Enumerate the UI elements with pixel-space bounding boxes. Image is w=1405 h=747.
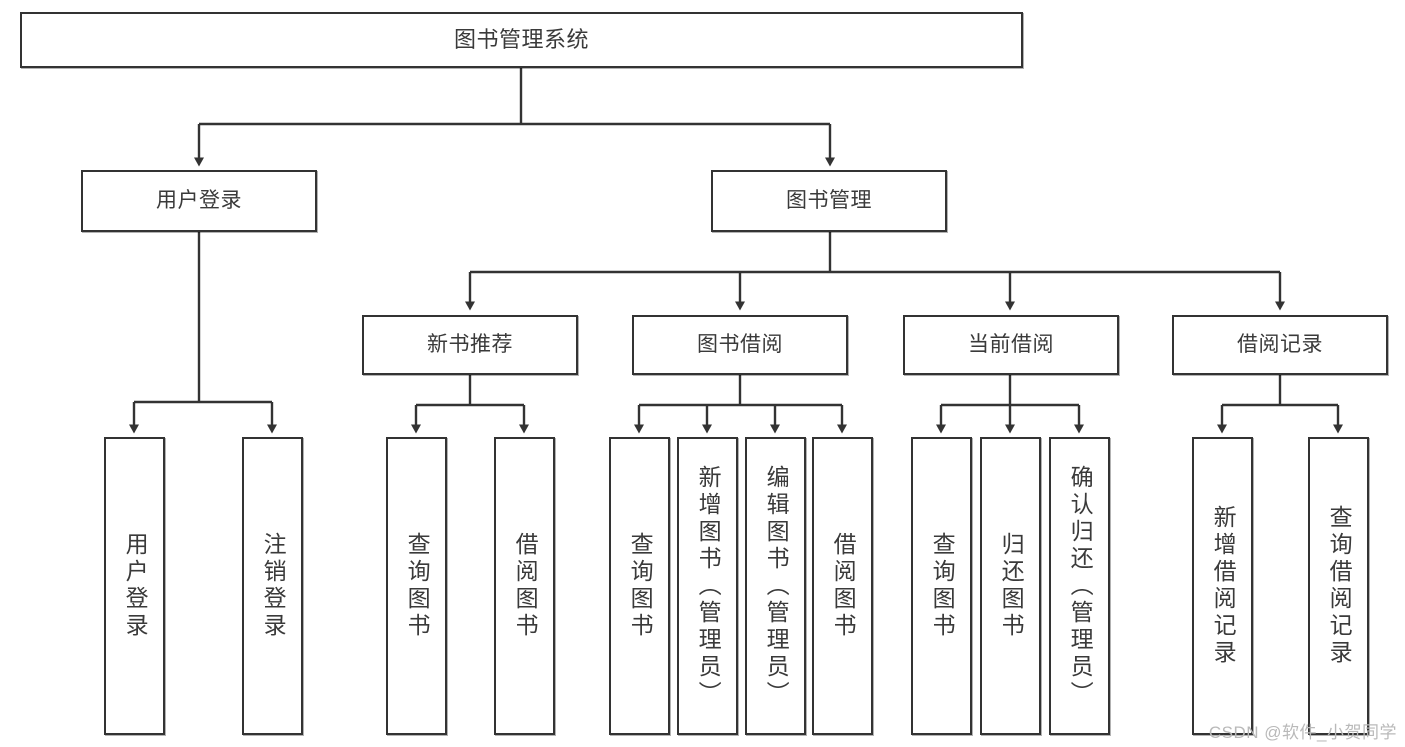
leaf-new-book-borrow-label: 借阅图书 (512, 532, 539, 640)
leaf-book-borrow-add-label: 新增图书（管理员） (695, 464, 722, 708)
leaf-current-borrow-query[interactable]: 查询图书 (911, 437, 972, 735)
leaf-current-borrow-return-label: 归还图书 (998, 532, 1025, 640)
leaf-book-borrow-query-label: 查询图书 (627, 532, 654, 640)
node-book-borrow-label: 图书借阅 (697, 333, 783, 357)
leaf-book-borrow-borrow[interactable]: 借阅图书 (812, 437, 873, 735)
leaf-borrow-record-query-label: 查询借阅记录 (1326, 505, 1353, 667)
node-book-management[interactable]: 图书管理 (711, 170, 947, 232)
node-borrow-record[interactable]: 借阅记录 (1172, 315, 1388, 375)
node-book-borrow[interactable]: 图书借阅 (632, 315, 848, 375)
node-borrow-record-label: 借阅记录 (1237, 333, 1323, 357)
leaf-current-borrow-return[interactable]: 归还图书 (980, 437, 1041, 735)
leaf-user-login-login-label: 用户登录 (122, 532, 149, 640)
node-book-management-label: 图书管理 (786, 189, 872, 213)
leaf-book-borrow-borrow-label: 借阅图书 (830, 532, 857, 640)
node-new-book-recommend[interactable]: 新书推荐 (362, 315, 578, 375)
node-root[interactable]: 图书管理系统 (20, 12, 1023, 68)
leaf-borrow-record-add-label: 新增借阅记录 (1210, 505, 1237, 667)
leaf-book-borrow-add[interactable]: 新增图书（管理员） (677, 437, 738, 735)
leaf-new-book-borrow[interactable]: 借阅图书 (494, 437, 555, 735)
leaf-book-borrow-edit[interactable]: 编辑图书（管理员） (745, 437, 806, 735)
node-root-label: 图书管理系统 (453, 26, 589, 52)
leaf-new-book-query-label: 查询图书 (404, 532, 431, 640)
leaf-user-login-logout[interactable]: 注销登录 (242, 437, 303, 735)
leaf-current-borrow-confirm-return[interactable]: 确认归还（管理员） (1049, 437, 1110, 735)
node-current-borrow-label: 当前借阅 (968, 333, 1054, 357)
leaf-current-borrow-query-label: 查询图书 (929, 532, 956, 640)
leaf-current-borrow-confirm-return-label: 确认归还（管理员） (1067, 464, 1094, 708)
leaf-book-borrow-query[interactable]: 查询图书 (609, 437, 670, 735)
node-current-borrow[interactable]: 当前借阅 (903, 315, 1119, 375)
leaf-borrow-record-query[interactable]: 查询借阅记录 (1308, 437, 1369, 735)
leaf-user-login-login[interactable]: 用户登录 (104, 437, 165, 735)
leaf-user-login-logout-label: 注销登录 (260, 532, 287, 640)
leaf-borrow-record-add[interactable]: 新增借阅记录 (1192, 437, 1253, 735)
node-new-book-recommend-label: 新书推荐 (427, 333, 513, 357)
leaf-book-borrow-edit-label: 编辑图书（管理员） (763, 464, 790, 708)
leaf-new-book-query[interactable]: 查询图书 (386, 437, 447, 735)
node-user-login-label: 用户登录 (156, 189, 242, 213)
node-user-login[interactable]: 用户登录 (81, 170, 317, 232)
